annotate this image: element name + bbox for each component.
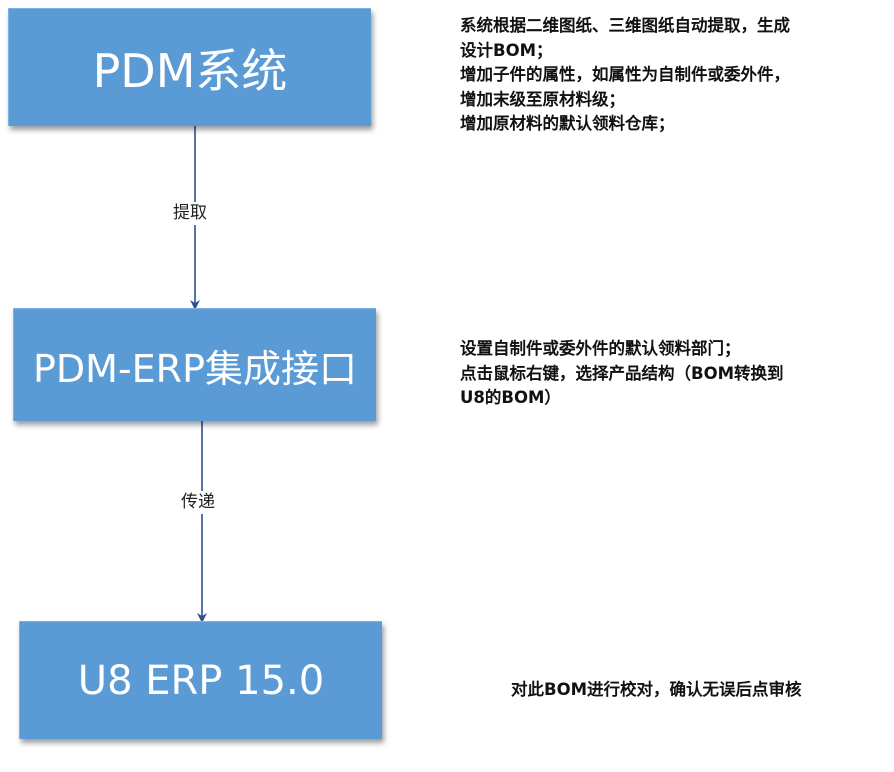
note-line: 增加原材料的默认领料仓库； (460, 114, 675, 133)
note-line: 增加子件的属性，如属性为自制件或委外件， (460, 65, 790, 84)
note-interface: 设置自制件或委外件的默认领料部门； 点击鼠标右键，选择产品结构（BOM转换到 U… (460, 337, 784, 411)
note-line: 设置自制件或委外件的默认领料部门； (460, 339, 741, 358)
note-line: 设计BOM； (460, 40, 553, 60)
node-u8-erp[interactable]: U8 ERP 15.0 (19, 621, 382, 739)
node-pdm-system[interactable]: PDM系统 (8, 8, 371, 126)
note-line: 系统根据二维图纸、三维图纸自动提取，生成 (460, 16, 790, 35)
edge-label-transfer: 传递 (177, 491, 219, 514)
note-pdm-system: 系统根据二维图纸、三维图纸自动提取，生成 设计BOM； 增加子件的属性，如属性为… (460, 14, 790, 137)
note-line: 点击鼠标右键，选择产品结构（BOM转换到 (460, 363, 784, 383)
node-pdm-erp-interface-label: PDM-ERP集成接口 (32, 346, 357, 391)
node-pdm-system-label: PDM系统 (92, 43, 288, 98)
note-u8: 对此BOM进行校对，确认无误后点审核 (511, 678, 802, 703)
note-line: 对此BOM进行校对，确认无误后点审核 (511, 680, 802, 699)
node-u8-erp-label: U8 ERP 15.0 (77, 657, 325, 704)
edge-label-extract: 提取 (169, 202, 211, 225)
node-pdm-erp-interface[interactable]: PDM-ERP集成接口 (13, 308, 376, 421)
note-line: U8的BOM） (460, 388, 561, 407)
note-line: 增加末级至原材料级； (460, 89, 625, 109)
